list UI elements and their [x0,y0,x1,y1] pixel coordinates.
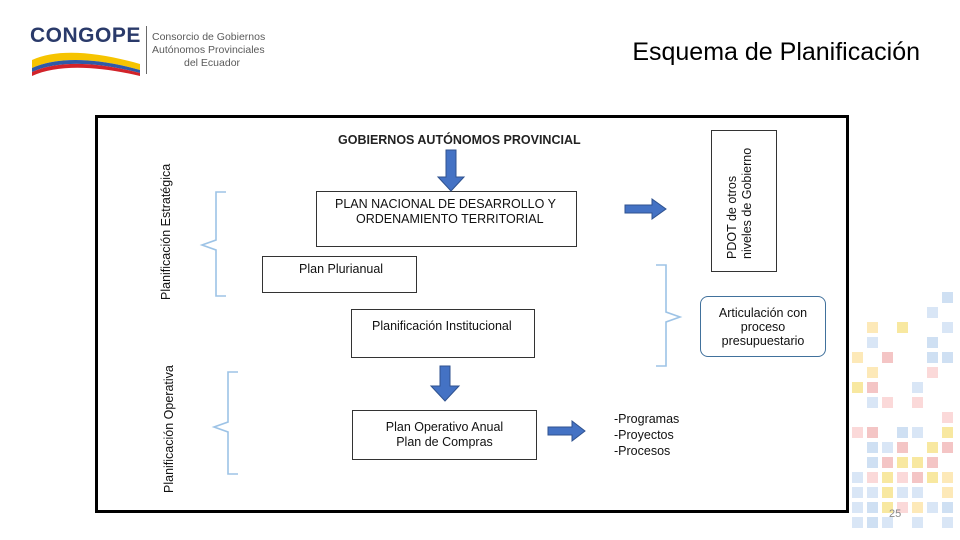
outputs-list: -Programas -Proyectos -Procesos [614,411,679,459]
output-proyectos: -Proyectos [614,428,674,442]
articulacion-box: Articulación con proceso presupuestario [700,296,826,357]
decorative-square [897,502,908,513]
decorative-square [927,457,938,468]
decorative-square [912,382,923,393]
articulacion-line-1: Articulación con [718,306,808,320]
decorative-square [867,517,878,528]
top-label: GOBIERNOS AUTÓNOMOS PROVINCIAL [338,133,581,147]
decorative-square [897,427,908,438]
decorative-square [867,457,878,468]
decorative-square [882,472,893,483]
logo-line-1: Consorcio de Gobiernos [152,31,266,43]
decorative-square [942,472,953,483]
decorative-square [942,292,953,303]
slide-title: Esquema de Planificación [632,38,920,66]
decorative-square [882,517,893,528]
logo-flag-swoosh [32,52,140,76]
logo-line-2: Autónomos Provinciales [152,44,265,56]
bracket-operative [211,371,238,475]
decorative-square [927,367,938,378]
poa-box: Plan Operativo Anual Plan de Compras [352,410,537,460]
decorative-square [927,442,938,453]
decorative-squares [850,290,960,540]
decorative-square [852,352,863,363]
decorative-square [882,397,893,408]
decorative-square [927,352,938,363]
output-procesos: -Procesos [614,444,671,458]
decorative-square [942,412,953,423]
decorative-square [942,487,953,498]
decorative-square [942,442,953,453]
decorative-square [852,487,863,498]
decorative-square [912,517,923,528]
decorative-square [852,382,863,393]
logo-line-3: del Ecuador [184,57,241,69]
decorative-square [867,337,878,348]
bracket-right [656,264,683,367]
decorative-square [867,397,878,408]
output-programas: -Programas [614,412,680,426]
plan-nacional-box: PLAN NACIONAL DE DESARROLLO Y ORDENAMIEN… [316,191,577,247]
decorative-square [912,397,923,408]
logo-separator [146,26,147,74]
pdot-box: PDOT de otros niveles de Gobierno [711,130,777,272]
decorative-square [912,472,923,483]
decorative-square [912,487,923,498]
plan-plurianual-box: Plan Plurianual [262,256,417,293]
arrow-right-1 [624,198,667,220]
decorative-square [867,472,878,483]
decorative-square [897,487,908,498]
decorative-square [927,337,938,348]
plan-nacional-line-2: ORDENAMIENTO TERRITORIAL [356,212,544,226]
decorative-square [882,487,893,498]
articulacion-line-3: presupuestario [721,334,805,348]
arrow-down-2 [429,365,461,402]
decorative-square [852,517,863,528]
arrow-down-1 [436,149,466,192]
decorative-square [927,307,938,318]
decorative-square [867,427,878,438]
bracket-strategic [199,191,226,297]
decorative-square [897,457,908,468]
diagram-frame [95,115,849,513]
plan-nacional-line-1: PLAN NACIONAL DE DESARROLLO Y [335,197,556,211]
decorative-square [942,352,953,363]
decorative-square [867,322,878,333]
decorative-square [927,502,938,513]
decorative-square [882,352,893,363]
decorative-square [927,472,938,483]
decorative-square [897,442,908,453]
decorative-square [942,427,953,438]
page-number: 25 [889,508,902,520]
decorative-square [867,382,878,393]
decorative-square [882,502,893,513]
decorative-square [912,457,923,468]
decorative-square [942,502,953,513]
decorative-square [852,427,863,438]
decorative-square [867,487,878,498]
planificacion-institucional-box: Planificación Institucional [351,309,535,358]
decorative-square [867,367,878,378]
decorative-square [852,502,863,513]
arrow-right-2 [547,419,586,443]
decorative-square [897,322,908,333]
planificacion-institucional-label: Planificación Institucional [372,319,512,333]
decorative-square [882,442,893,453]
poa-line-2: Plan de Compras [396,435,493,449]
congope-logo: CONGOPE Consorcio de Gobiernos Autónomos… [28,20,278,80]
decorative-square [912,427,923,438]
decorative-square [867,502,878,513]
decorative-square [897,472,908,483]
decorative-square [942,322,953,333]
decorative-square [882,457,893,468]
plan-plurianual-label: Plan Plurianual [299,262,384,276]
decorative-square [912,502,923,513]
decorative-square [852,472,863,483]
decorative-square [942,517,953,528]
articulacion-line-2: proceso [740,320,786,334]
logo-wordmark: CONGOPE [30,24,141,47]
poa-line-1: Plan Operativo Anual [385,420,504,434]
decorative-square [867,442,878,453]
